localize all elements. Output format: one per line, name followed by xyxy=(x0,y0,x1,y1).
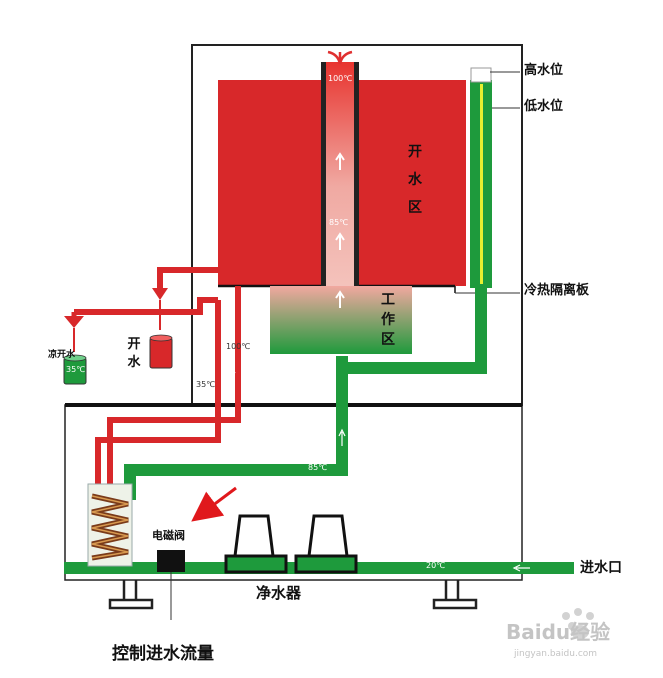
purifier-label: 净水器 xyxy=(256,584,302,602)
temp-inlet: 20℃ xyxy=(426,561,446,570)
boiling-zone-label: 开水区 xyxy=(406,138,424,222)
watermark-brand: Baidu经验 xyxy=(506,620,611,644)
annotation-arrow xyxy=(191,486,237,522)
boiling-zone-text: 开水区 xyxy=(408,144,422,216)
boiling-faucet xyxy=(152,288,168,300)
solenoid-valve xyxy=(157,550,185,572)
boiling-water-cup xyxy=(149,334,173,369)
cool-faucet xyxy=(64,316,84,328)
high-water-label: 高水位 xyxy=(524,63,564,78)
temp-top: 100℃ xyxy=(328,74,353,83)
solenoid-label: 电磁阀 xyxy=(152,529,185,542)
boiling-water-text: 开水 xyxy=(127,337,141,370)
control-flow-label: 控制进水流量 xyxy=(112,644,214,664)
water-purifier-1 xyxy=(224,514,288,574)
steam-fountain xyxy=(327,50,353,65)
flow-arrows-up xyxy=(335,152,345,308)
watermark-paw-icon xyxy=(562,608,594,639)
boiling-water-label: 开水 xyxy=(126,336,142,372)
hot-water-pipes xyxy=(74,267,241,498)
low-water-label: 低水位 xyxy=(524,99,564,114)
partition-label: 冷热隔离板 xyxy=(524,283,590,298)
inlet-label: 进水口 xyxy=(580,560,622,576)
watermark-url: jingyan.baidu.com xyxy=(514,649,598,659)
riser-channel xyxy=(326,62,354,288)
cool-water-cup xyxy=(63,354,87,385)
support-feet xyxy=(108,580,478,610)
temp-cool-cup: 35℃ xyxy=(66,365,86,374)
working-zone-label: 工作区 xyxy=(368,290,408,350)
temp-pipe-cool: 35℃ xyxy=(196,380,216,389)
level-float xyxy=(470,67,492,83)
temp-preheat: 85℃ xyxy=(308,463,328,472)
water-purifier-2 xyxy=(294,514,358,574)
working-zone-text: 工作区 xyxy=(381,292,395,348)
temp-middle: 85℃ xyxy=(329,218,349,227)
cool-water-label: 凉开水 xyxy=(48,350,76,360)
temp-pipe-hot: 100℃ xyxy=(226,342,251,351)
pipe-direction-arrows xyxy=(204,358,530,572)
